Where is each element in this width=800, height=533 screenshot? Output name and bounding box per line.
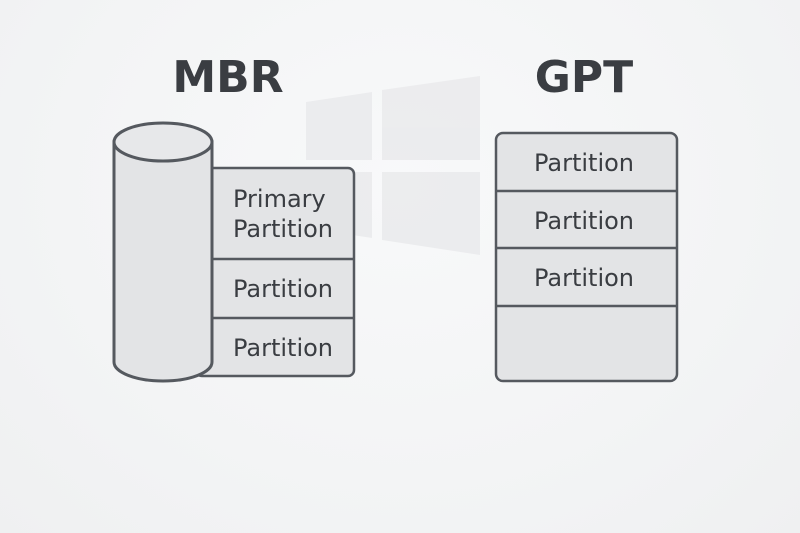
gpt-stack-frame bbox=[494, 131, 679, 383]
mbr-primary-partition-label-line1: Primary bbox=[233, 185, 326, 213]
gpt-partition-label: Partition bbox=[534, 149, 634, 177]
gpt-title: GPT bbox=[535, 52, 633, 103]
mbr-partition-label: Partition bbox=[233, 275, 333, 303]
mbr-primary-partition-label-line2: Partition bbox=[233, 215, 333, 243]
mbr-title: MBR bbox=[172, 52, 283, 103]
gpt-partition-label: Partition bbox=[534, 264, 634, 292]
disk-cylinder-icon bbox=[112, 121, 214, 383]
mbr-partition-stack: Primary Partition Partition Partition bbox=[194, 166, 356, 378]
gpt-partition-label: Partition bbox=[534, 207, 634, 235]
mbr-partition-label: Partition bbox=[233, 334, 333, 362]
gpt-partition-stack: Partition Partition Partition bbox=[494, 131, 679, 383]
